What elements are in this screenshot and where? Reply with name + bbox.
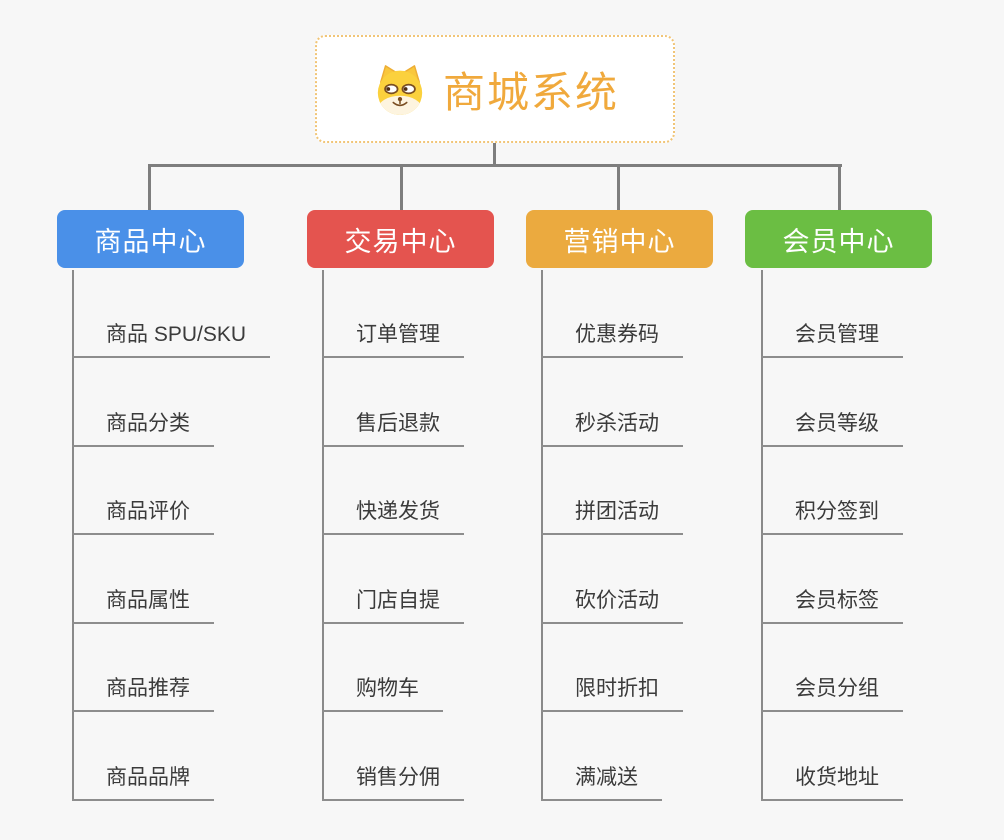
mindmap-item[interactable]: 商品分类 <box>72 411 214 447</box>
mindmap-item[interactable]: 商品推荐 <box>72 676 214 712</box>
mindmap-item[interactable]: 商品 SPU/SKU <box>72 322 271 358</box>
branch-node-products[interactable]: 商品中心 <box>57 210 244 268</box>
mindmap-item[interactable]: 商品品牌 <box>72 765 214 801</box>
mindmap-item[interactable]: 拼团活动 <box>541 499 683 535</box>
connector-drop-branch-members <box>838 164 841 211</box>
branch-node-members[interactable]: 会员中心 <box>745 210 932 268</box>
mindmap-item[interactable]: 快递发货 <box>322 499 464 535</box>
connector-drop-branch-marketing <box>617 164 620 211</box>
branch-node-trade[interactable]: 交易中心 <box>307 210 494 268</box>
connector-drop-branch-products <box>148 164 151 211</box>
branch-label: 会员中心 <box>782 226 895 257</box>
connector-column-members <box>761 270 763 801</box>
connector-column-products <box>72 270 74 801</box>
mindmap-item[interactable]: 优惠券码 <box>541 322 683 358</box>
root-title: 商城系统 <box>442 68 619 116</box>
mindmap-item[interactable]: 限时折扣 <box>541 676 683 712</box>
shiba-dog-icon <box>371 62 429 116</box>
mindmap-item[interactable]: 积分签到 <box>761 499 903 535</box>
connector-bus <box>149 164 842 167</box>
mindmap-item[interactable]: 会员分组 <box>761 676 903 712</box>
mindmap-item[interactable]: 购物车 <box>322 676 443 712</box>
connector-drop-branch-trade <box>400 164 403 211</box>
mindmap-item[interactable]: 门店自提 <box>322 588 464 624</box>
connector-column-marketing <box>541 270 543 801</box>
branch-label: 交易中心 <box>344 226 457 257</box>
branch-node-marketing[interactable]: 营销中心 <box>526 210 713 268</box>
mindmap-item[interactable]: 销售分佣 <box>322 765 464 801</box>
mindmap-item[interactable]: 商品评价 <box>72 499 214 535</box>
mindmap-item[interactable]: 会员管理 <box>761 322 903 358</box>
mindmap-item[interactable]: 订单管理 <box>322 322 464 358</box>
mindmap-item[interactable]: 砍价活动 <box>541 588 683 624</box>
branch-label: 商品中心 <box>94 226 207 257</box>
mindmap-item[interactable]: 商品属性 <box>72 588 214 624</box>
root-node[interactable]: 商城系统 <box>315 35 675 143</box>
branch-label: 营销中心 <box>563 226 676 257</box>
connector-column-trade <box>322 270 324 801</box>
mindmap-item[interactable]: 秒杀活动 <box>541 411 683 447</box>
mindmap-item[interactable]: 收货地址 <box>761 765 903 801</box>
mindmap-item[interactable]: 会员等级 <box>761 411 903 447</box>
mindmap-item[interactable]: 售后退款 <box>322 411 464 447</box>
mindmap-item[interactable]: 会员标签 <box>761 588 903 624</box>
mindmap-item[interactable]: 满减送 <box>541 765 662 801</box>
connector-root-drop <box>493 141 496 166</box>
